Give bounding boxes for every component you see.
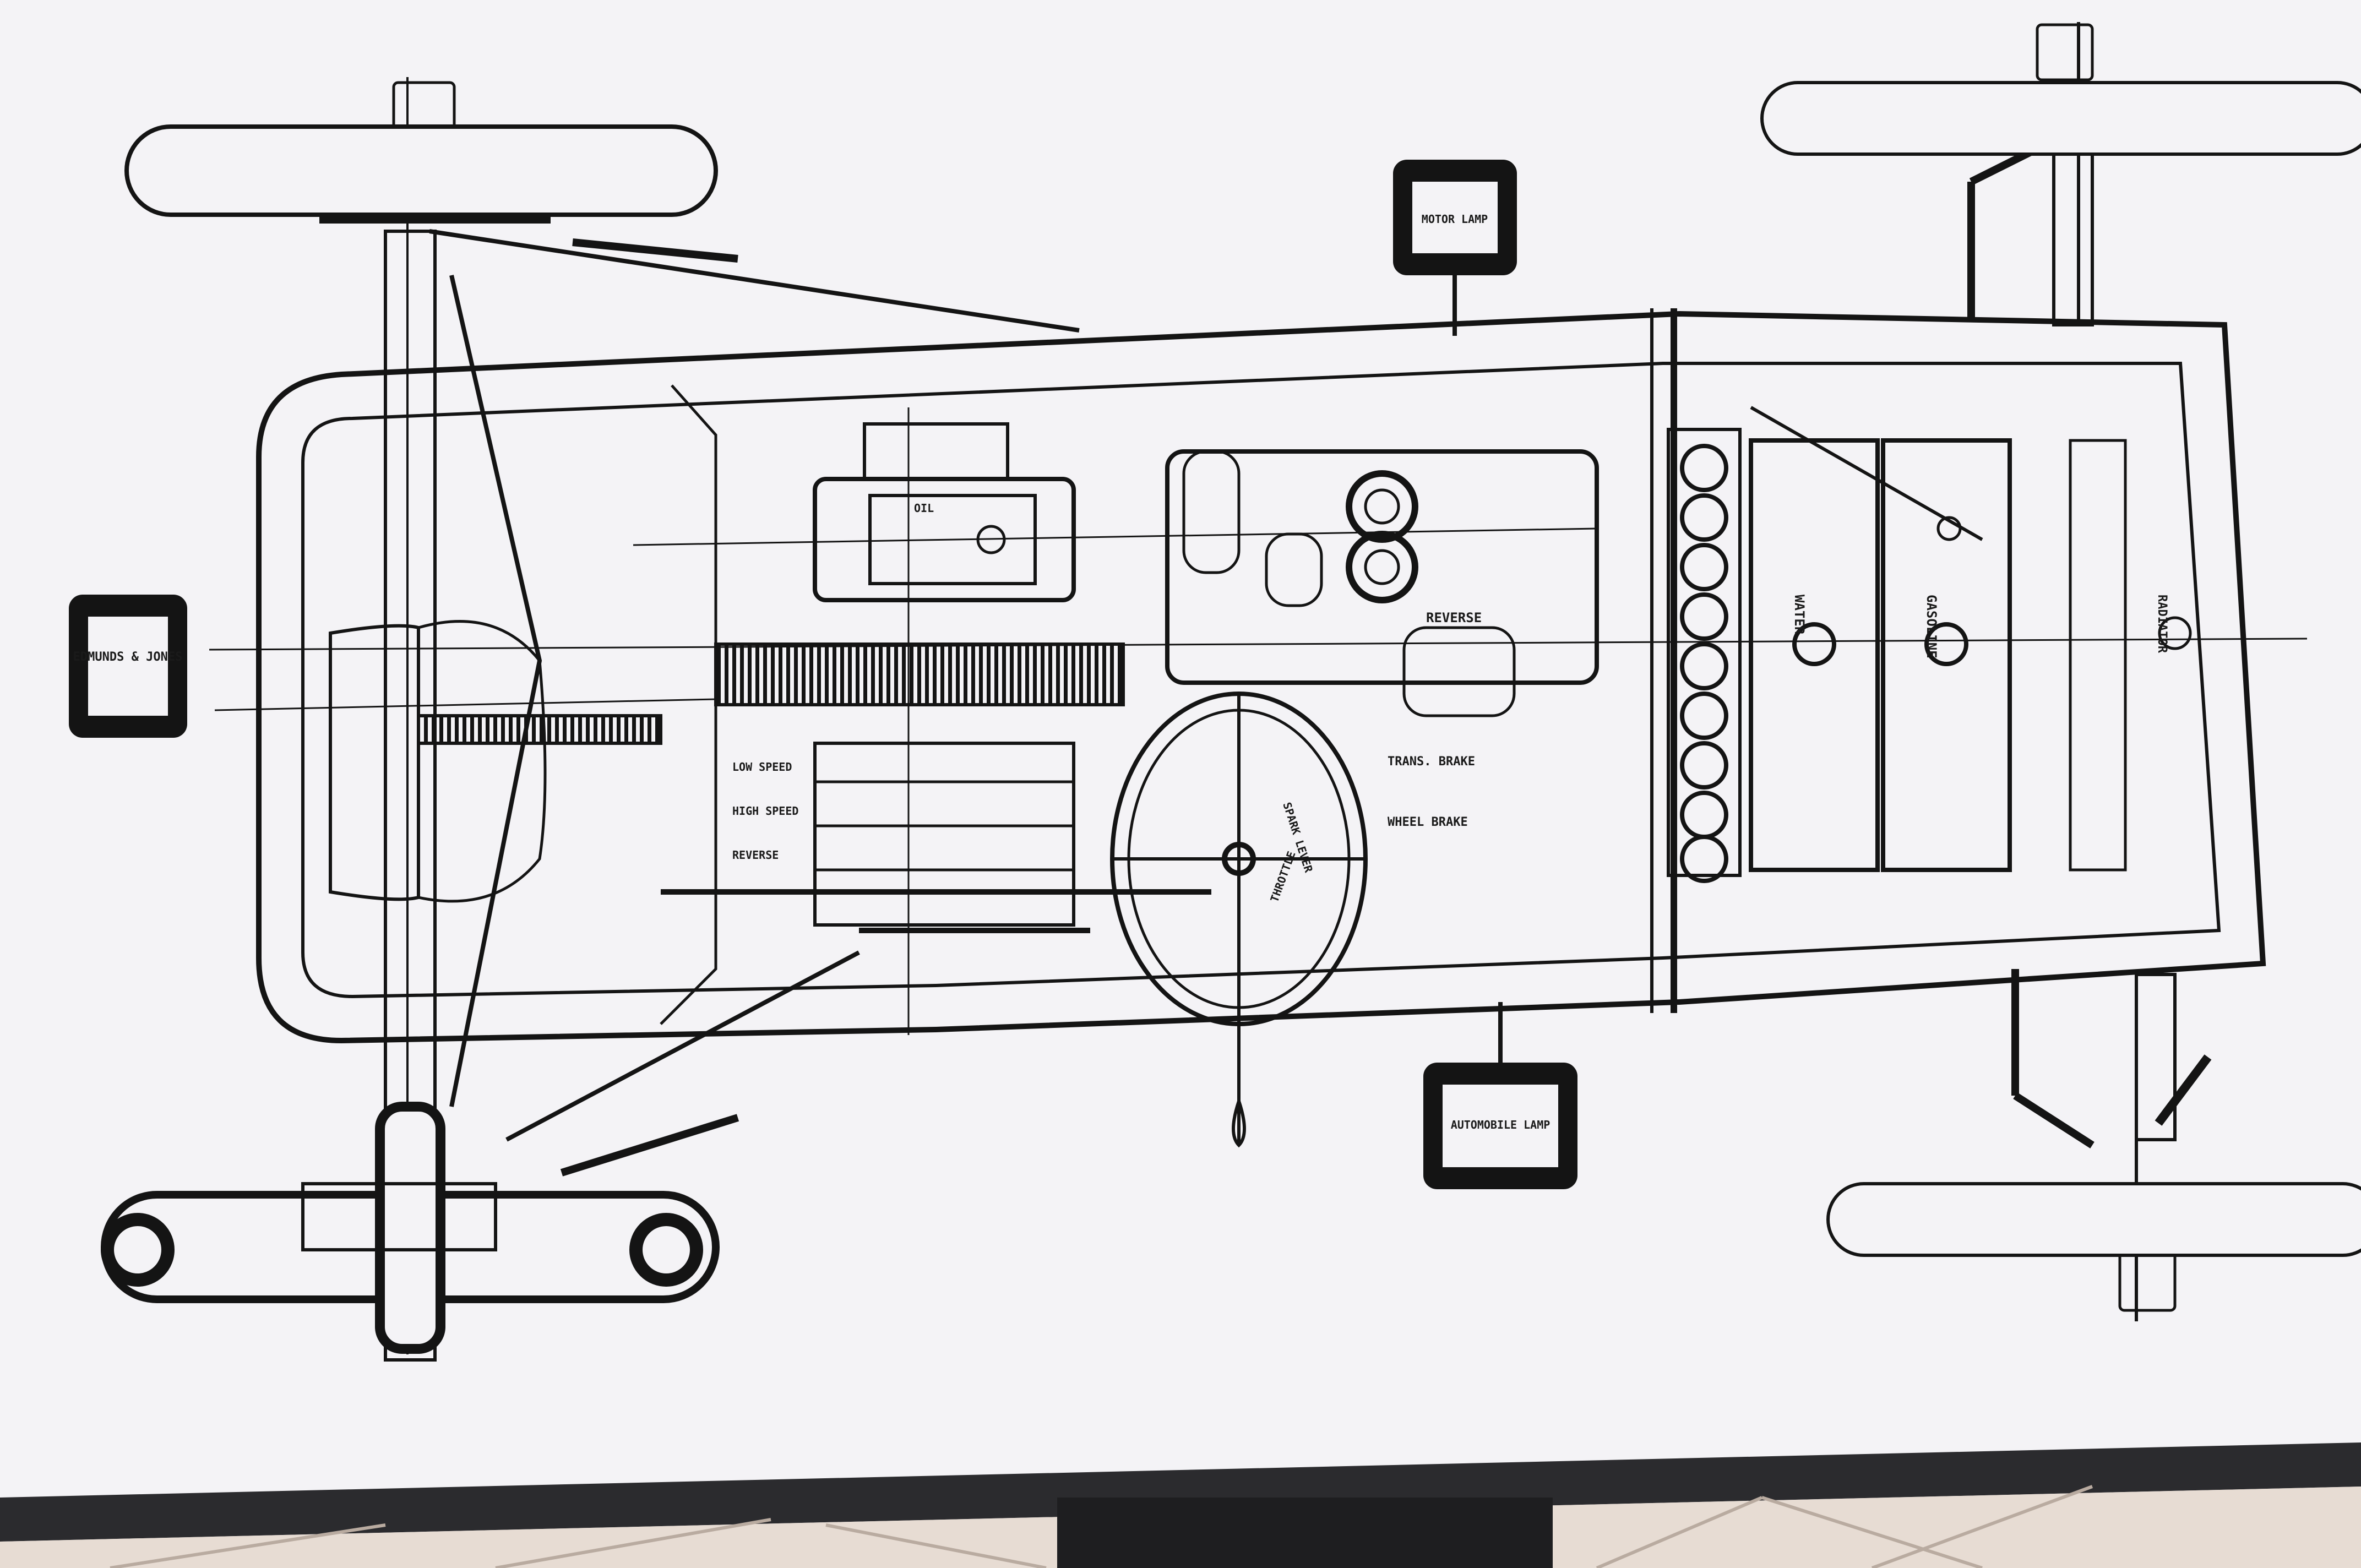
top-lamp-bracket: MOTOR LAMP [1393, 160, 1517, 336]
label-reverse-lever: REVERSE [732, 848, 779, 862]
table-edge [0, 1442, 2361, 1542]
left-lamp-text: EDMUNDS & JONES [73, 650, 183, 664]
paper-sheet [0, 0, 2361, 1520]
front-right-tire [101, 1102, 720, 1354]
top-lamp-text: MOTOR LAMP [1422, 213, 1488, 226]
floor-tiles [110, 1485, 2093, 1568]
label-radiator: RADIATOR [2155, 595, 2169, 654]
label-high-speed: HIGH SPEED [732, 804, 798, 818]
lamp-brackets: EDMUNDS & JONES MOTOR LAMP AUTOMOBILE LA… [69, 160, 1577, 1189]
label-gasoline: GASOLINE [1924, 595, 1939, 658]
steering-linkage [319, 217, 1080, 1177]
center-lines [209, 407, 2308, 1035]
bottom-lamp-text: AUTOMOBILE LAMP [1451, 1118, 1551, 1131]
table-leg [1057, 1498, 1553, 1568]
label-reverse: REVERSE [1426, 610, 1482, 625]
label-oil: OIL [914, 502, 934, 515]
left-lamp-bracket: EDMUNDS & JONES [69, 595, 187, 738]
label-wheel-brake: WHEEL BRAKE [1388, 815, 1468, 829]
tanks [1749, 406, 2192, 872]
rear-right-tire [1826, 1182, 2361, 1257]
engine [417, 422, 1211, 933]
bottom-lamp-bracket: AUTOMOBILE LAMP [1423, 1002, 1577, 1189]
label-low-speed: LOW SPEED [732, 760, 792, 774]
cylinders [1165, 449, 1599, 717]
front-left-tire [124, 124, 718, 217]
frame [256, 308, 2266, 1044]
label-water: WATER [1792, 595, 1807, 635]
flywheel-teeth [715, 643, 1124, 706]
label-trans-brake: TRANS. BRAKE [1388, 755, 1475, 769]
steering-wheel [1110, 692, 1368, 1148]
rear-axle [1967, 22, 2212, 1321]
chassis-drawing [101, 22, 2361, 1362]
radiator-coils [1667, 428, 1742, 883]
rear-left-tire [1760, 81, 2361, 156]
